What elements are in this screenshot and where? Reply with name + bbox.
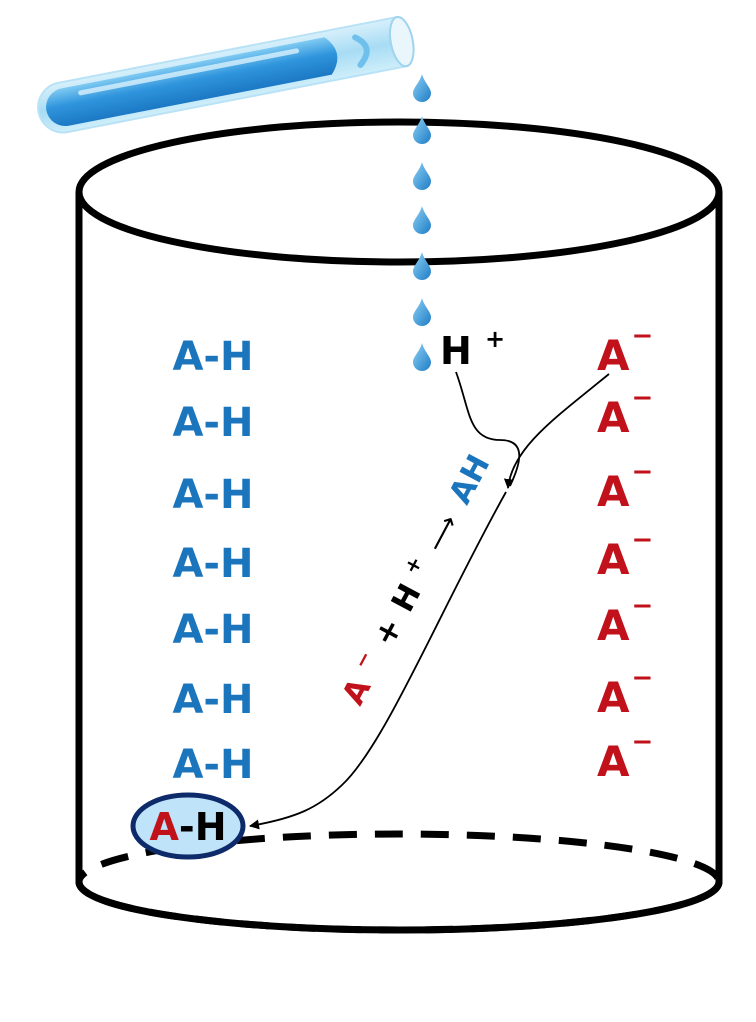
acid-molecule-label: A-H [172,742,253,788]
acid-molecule-label: A-H [172,400,253,446]
proton-label: H + [440,325,505,373]
svg-text:A-H: A-H [150,805,227,849]
beaker-icon [75,118,723,934]
highlighted-rest: -H [179,805,227,849]
acid-molecule-label: A-H [172,541,253,587]
reaction-plus: + [366,612,410,652]
anion-symbol: A [597,331,630,380]
highlighted-product-molecule: A-H [130,792,246,860]
proton-symbol: H [440,329,472,373]
anion-charge: − [632,525,654,555]
water-drop-icon [413,298,431,326]
anion-symbol: A [597,601,630,650]
reaction-arrow: ⟶ [421,510,465,557]
anion-symbol: A [597,673,630,722]
proton-approach-arrow [455,371,521,487]
anion-charge: − [632,727,654,757]
proton-charge: + [485,325,505,353]
anion-column: A−A−A−A−A−A−A− [597,321,653,786]
beaker-bottom-front-edge [75,881,723,934]
highlight-ellipse [130,792,246,860]
anion-label: A− [597,383,653,442]
acid-molecule-column: A-H A-H A-H A-H A-H A-H A-H [172,334,253,788]
highlighted-anion-part: A [150,805,180,849]
acid-molecule-label: A-H [172,607,253,653]
anion-symbol: A [597,467,630,516]
reaction-proton: H [385,578,429,618]
anion-label: A− [597,321,653,380]
water-drops [413,74,431,371]
anion-charge: − [632,591,654,621]
water-drop-icon [413,74,431,102]
anion-label: A− [597,457,653,516]
anion-symbol: A [597,737,630,786]
reaction-product: AH [442,449,497,510]
reaction-reactant-anion: A [335,673,378,711]
reaction-proton-charge: + [398,552,427,578]
product-path-arrow [249,491,507,830]
anion-approach-arrow [503,373,610,489]
anion-symbol: A [597,535,630,584]
test-tube-icon [37,15,415,134]
anion-charge: − [632,663,654,693]
anion-charge: − [632,383,654,413]
anion-label: A− [597,591,653,650]
reaction-arrows [249,371,610,830]
acid-molecule-label: A-H [172,677,253,723]
anion-symbol: A [597,393,630,442]
anion-label: A− [597,663,653,722]
acid-molecule-label: A-H [172,472,253,518]
acid-molecule-label: A-H [172,334,253,380]
water-drop-icon [413,162,431,190]
reaction-reactant-anion-charge: − [348,646,377,672]
water-drop-icon [413,116,431,144]
reaction-equation: A − + H + ⟶ AH [324,443,498,711]
water-drop-icon [413,252,431,280]
anion-label: A− [597,525,653,584]
anion-label: A− [597,727,653,786]
anion-charge: − [632,457,654,487]
water-drop-icon [413,206,431,234]
water-drop-icon [413,343,431,371]
anion-charge: − [632,321,654,351]
beaker-rim [75,118,723,266]
